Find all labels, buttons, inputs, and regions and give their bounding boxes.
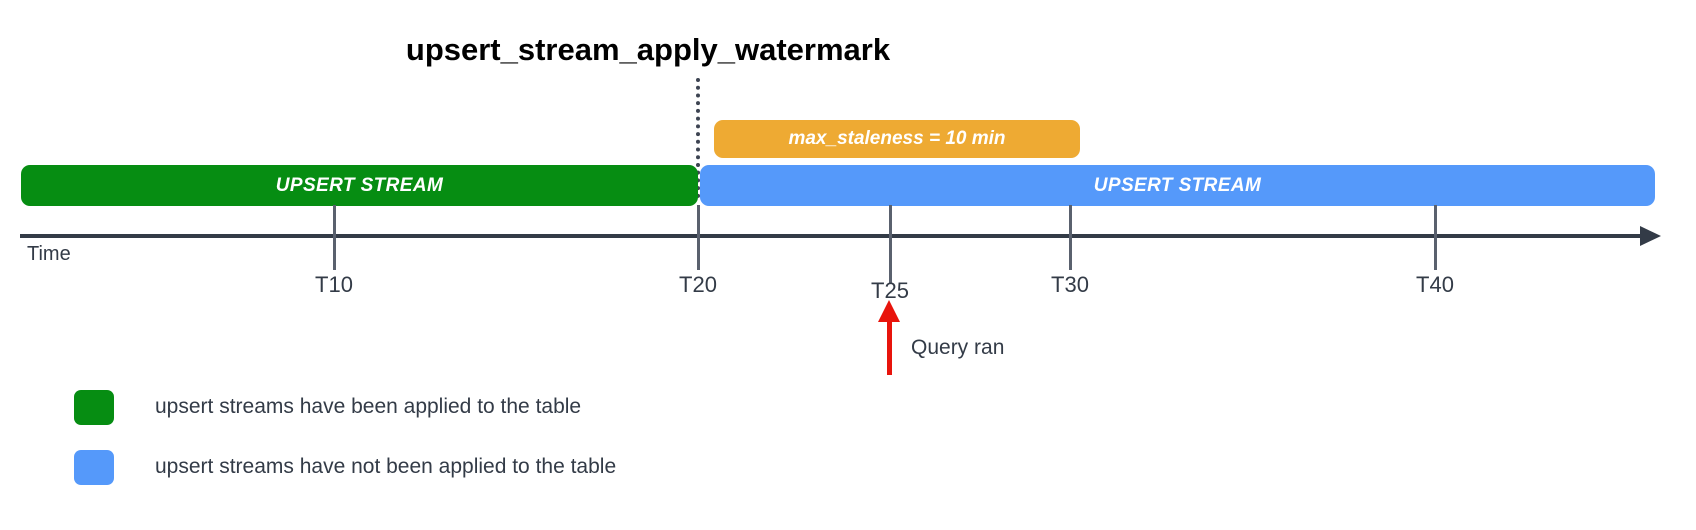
max-staleness-bar: max_staleness = 10 min <box>714 120 1080 158</box>
watermark-dotted-line <box>696 78 700 198</box>
time-axis-caption: Time <box>27 243 71 265</box>
axis-tick-label-t10: T10 <box>315 272 353 297</box>
axis-tick-t30 <box>1069 205 1072 270</box>
upsert-stream-unapplied-bar: UPSERT STREAM <box>700 165 1655 206</box>
axis-tick-label-t30: T30 <box>1051 272 1089 297</box>
diagram-title: upsert_stream_apply_watermark <box>405 32 891 67</box>
legend-swatch-applied <box>74 390 114 425</box>
query-ran-label: Query ran <box>911 336 1005 359</box>
axis-tick-label-t20: T20 <box>679 272 717 297</box>
max-staleness-label: max_staleness = 10 min <box>788 128 1006 149</box>
upsert-stream-applied-label: UPSERT STREAM <box>275 174 444 196</box>
axis-tick-t20 <box>697 205 700 270</box>
axis-tick-t10 <box>333 205 336 270</box>
legend-item-label: upsert streams have been applied to the … <box>155 395 582 418</box>
query-ran-arrow-head-icon <box>878 300 900 322</box>
time-axis-arrow-icon <box>1640 226 1661 246</box>
legend-swatch-unapplied <box>74 450 114 485</box>
axis-tick-label-t40: T40 <box>1416 272 1454 297</box>
upsert-stream-unapplied-label: UPSERT STREAM <box>1093 174 1262 196</box>
axis-tick-label-t25: T25 <box>871 278 909 303</box>
axis-tick-t40 <box>1434 205 1437 270</box>
axis-tick-t25 <box>889 205 892 284</box>
query-ran-arrow-shaft <box>887 318 892 375</box>
time-axis-line <box>20 234 1645 238</box>
legend-item-label: upsert streams have not been applied to … <box>155 455 617 478</box>
upsert-stream-applied-bar: UPSERT STREAM <box>21 165 698 206</box>
